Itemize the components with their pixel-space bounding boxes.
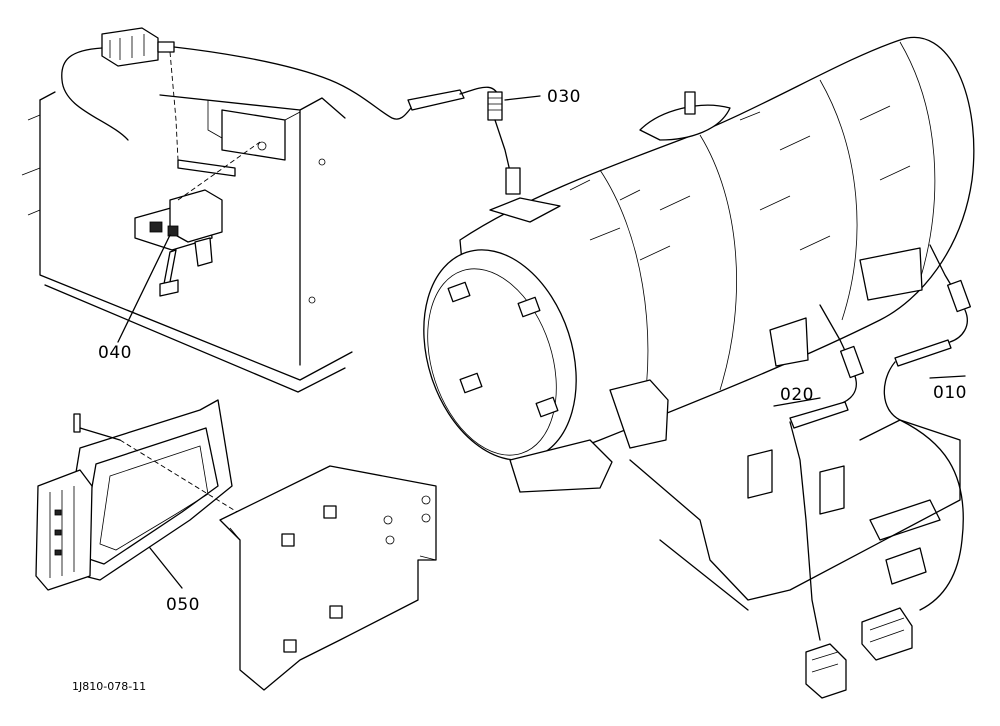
part-label-050: 050 [166, 595, 200, 615]
part-label-040: 040 [98, 343, 132, 363]
sensor-010 [883, 244, 972, 611]
sensor-030 [407, 86, 541, 195]
part-labels: 030 040 020 010 050 1J810-078-11 [72, 87, 967, 693]
upper-left-panel [21, 91, 353, 393]
part-label-030: 030 [547, 87, 581, 107]
part-label-010: 010 [933, 383, 967, 403]
top-harness-connector [61, 27, 421, 161]
ecu-050 [35, 399, 287, 591]
lower-right-bracket [629, 419, 961, 611]
bottom-connectors [805, 607, 913, 699]
ecu-mount-plate [219, 465, 437, 691]
sensor-020 [773, 304, 865, 641]
figure-id: 1J810-078-11 [72, 680, 146, 693]
dpf-assembly [423, 37, 975, 493]
sensor-040 [117, 141, 261, 343]
part-label-020: 020 [780, 385, 814, 405]
